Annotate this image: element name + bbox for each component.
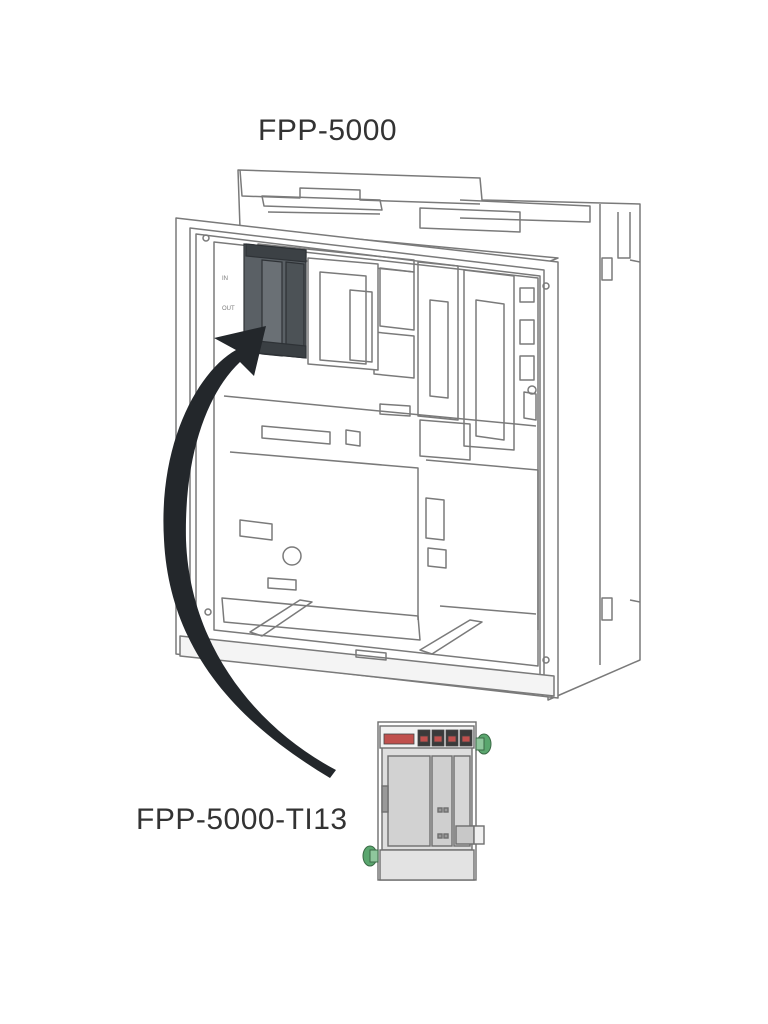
install-arrow-icon — [163, 326, 336, 778]
svg-text:IN: IN — [222, 276, 228, 282]
panel-label: FPP-5000 — [258, 114, 398, 147]
module-device — [362, 721, 492, 881]
module-label: FPP-5000-TI13 — [136, 803, 348, 836]
svg-text:OUT: OUT — [222, 306, 235, 312]
